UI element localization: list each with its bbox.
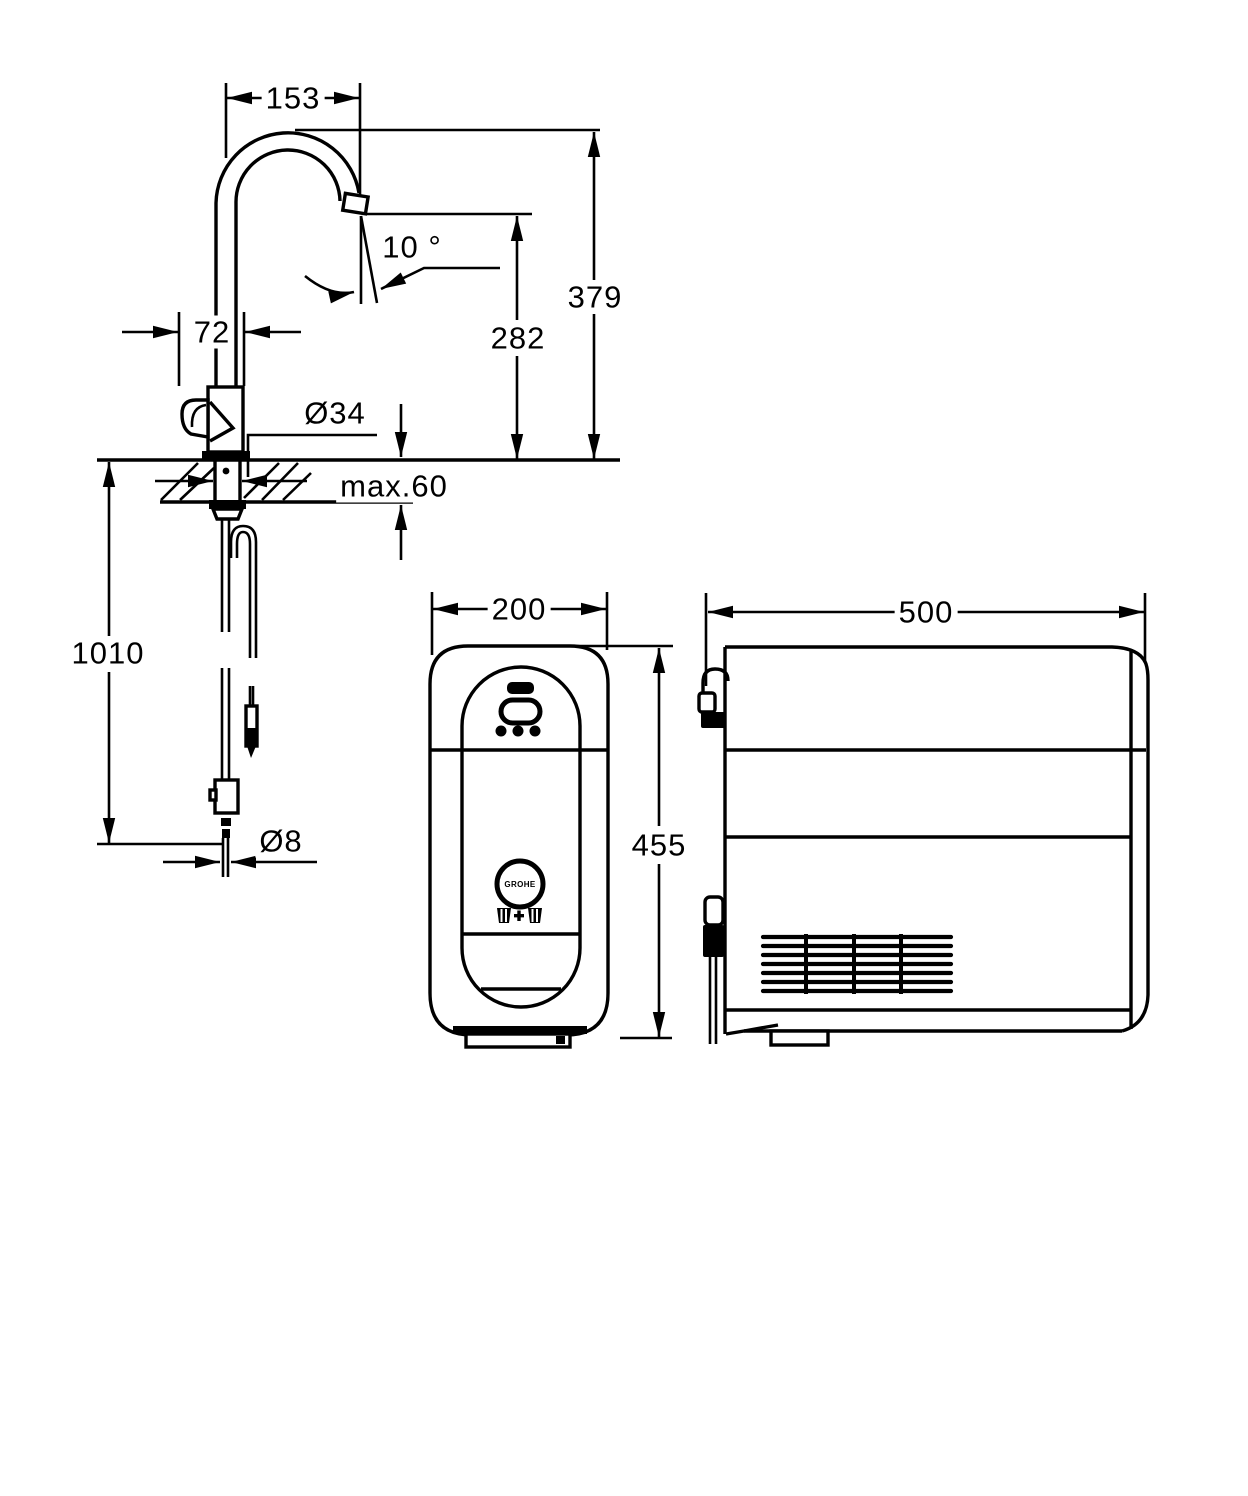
hose-thin-upper <box>220 519 231 632</box>
bottle-icon <box>528 908 542 923</box>
hose-end-fitting-1 <box>221 818 231 826</box>
spout-aerator <box>340 191 371 216</box>
hose-thin-lower <box>220 668 231 780</box>
glass-detail <box>500 909 507 922</box>
extension-line <box>575 644 673 1040</box>
cable-wire <box>708 957 718 1044</box>
hose-connector <box>213 778 240 815</box>
cooler-side-view <box>697 645 1150 1047</box>
hose-plug-tip <box>247 746 256 758</box>
led-dot <box>495 725 507 737</box>
side-top-hose-connector <box>697 667 730 728</box>
spout-outer-outline <box>214 131 361 390</box>
shank-dot <box>222 467 230 475</box>
cable-plug <box>703 895 725 927</box>
extension-line <box>704 593 1147 686</box>
cooler-front-dimensions <box>430 592 673 1040</box>
dim-cooler-width-label: 200 <box>487 592 551 626</box>
handle-detail-line <box>190 403 207 428</box>
cooler-front-base <box>453 1026 587 1034</box>
hose-hook-inner <box>235 530 252 658</box>
dim-hole-diameter-label: Ø34 <box>300 396 370 430</box>
extension-line <box>224 83 362 196</box>
dim-spout-angle-label: 10 ° <box>378 230 446 264</box>
shank-outline <box>213 461 242 500</box>
plug-wire <box>248 686 255 706</box>
dim-body-width-label: 72 <box>189 315 235 349</box>
side-power-cable <box>703 895 725 1044</box>
hose-plug-dark <box>247 728 256 746</box>
hose-end-tube <box>221 838 230 877</box>
hose-hook <box>701 667 730 698</box>
grohe-logo-text: GROHE <box>504 880 536 889</box>
bottle-detail <box>531 909 538 922</box>
angle-arc-arrow <box>304 274 355 304</box>
handle-lever-line <box>208 400 236 443</box>
foot-detail <box>556 1036 565 1044</box>
hose-hook-outer <box>229 524 258 658</box>
dim-spout-reach-label: 153 <box>261 81 325 115</box>
vent-slats <box>760 934 954 994</box>
display-window-icon <box>498 697 543 726</box>
still-plus-sparkling-icon <box>497 908 542 923</box>
vent-dividers <box>804 934 903 994</box>
led-dots-icon <box>495 725 541 737</box>
hose-connector-tab <box>208 788 218 802</box>
faucet-dimensions <box>97 83 620 869</box>
dim-hose-length-label: 1010 <box>67 636 149 670</box>
vent-grille-icon <box>760 934 954 994</box>
dim-deck-thickness-label: max.60 <box>336 469 452 503</box>
hose-end-fitting-2 <box>222 829 230 838</box>
stream-angle-line <box>359 215 379 304</box>
dim-cooler-depth-label: 500 <box>894 595 958 629</box>
cooler-side-dimensions <box>704 593 1147 686</box>
cooler-side-foot <box>769 1029 830 1047</box>
glass-icon <box>497 908 511 923</box>
extension-line <box>430 592 609 655</box>
dim-hose-diameter-label: Ø8 <box>255 824 307 858</box>
faucet-view <box>160 131 500 877</box>
cooler-front-foot <box>464 1032 572 1049</box>
faucet-handle <box>180 398 210 440</box>
nut-washer <box>210 507 245 521</box>
cooler-front-view <box>428 644 610 1049</box>
leader-line <box>246 433 377 477</box>
extension-line <box>177 312 246 386</box>
cooler-front-panel <box>460 665 582 1009</box>
plus-icon <box>514 910 524 921</box>
dim-outlet-height-label: 282 <box>486 321 550 355</box>
status-slot-icon <box>507 682 534 694</box>
mounting-flange <box>202 451 250 461</box>
led-dot <box>512 725 524 737</box>
dim-cooler-height-label: 455 <box>627 828 691 862</box>
mounting-nut <box>209 500 246 509</box>
cable-block <box>703 925 724 957</box>
dim-overall-height-label: 379 <box>563 280 627 314</box>
cooler-side-bottom-wedge <box>725 1023 779 1036</box>
spout-inner-outline <box>234 148 342 390</box>
connector-block <box>701 712 726 728</box>
connector-body <box>697 691 717 714</box>
led-dot <box>529 725 541 737</box>
grohe-logo-icon <box>494 858 546 910</box>
angle-leader-arrow <box>380 266 500 291</box>
